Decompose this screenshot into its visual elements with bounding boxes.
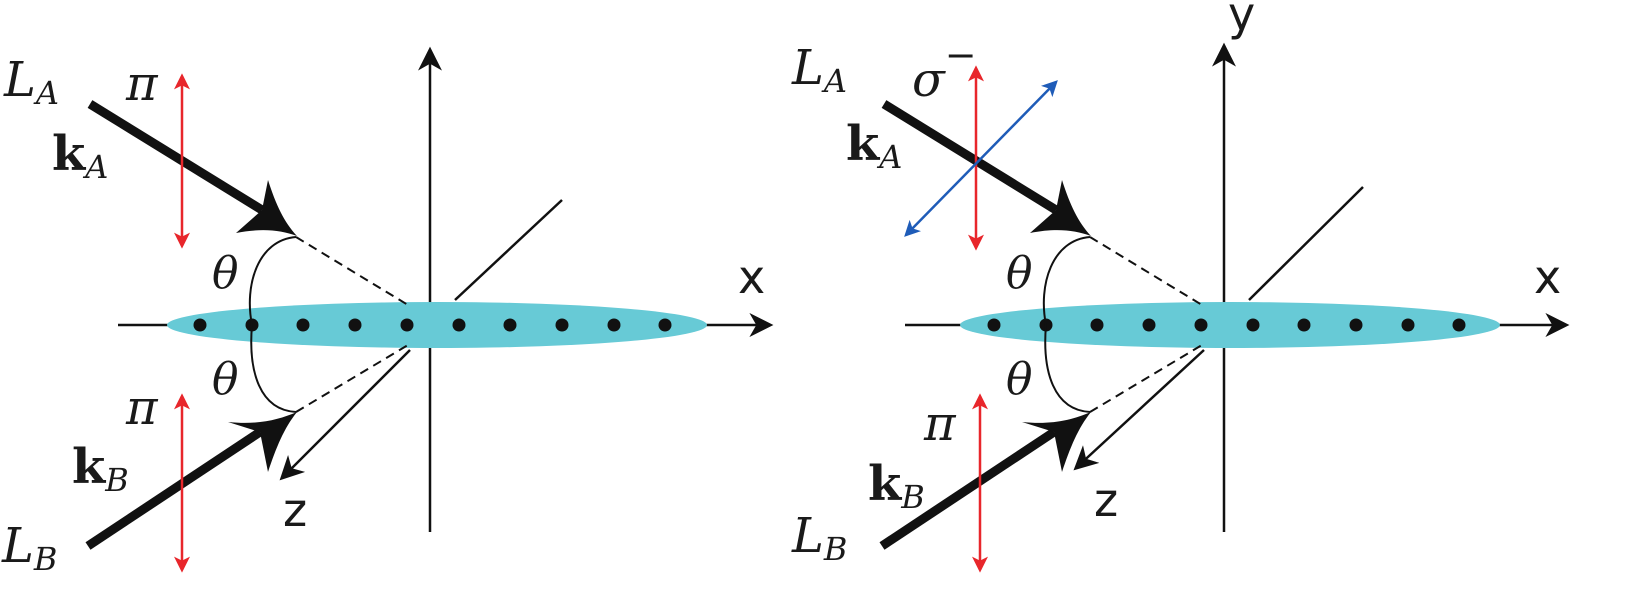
label-L-A: LA <box>3 52 59 112</box>
atom <box>1194 318 1208 332</box>
theta-arc-lower <box>250 324 297 413</box>
atom <box>1401 318 1415 332</box>
atom <box>1452 318 1466 332</box>
beam-b-dashed <box>295 344 409 413</box>
atom <box>1297 318 1311 332</box>
label-sigma-minus: σ− <box>912 33 977 108</box>
label-z-axis: z <box>1094 473 1118 527</box>
diagonal-axis-upper <box>454 199 563 301</box>
atom <box>296 318 310 332</box>
label-pi-lower: π <box>125 380 159 436</box>
theta-arc-upper <box>248 236 297 326</box>
atom <box>1246 318 1260 332</box>
atom <box>348 318 362 332</box>
label-x-axis: x <box>738 250 765 304</box>
label-pi-lower: π <box>923 396 957 452</box>
beam-a-dashed <box>1089 236 1203 306</box>
label-k-B: kB <box>72 439 129 499</box>
panel-right: LA σ− kA θ θ π kB LB x y z <box>791 0 1570 573</box>
atom <box>658 318 672 332</box>
beam-a <box>87 100 265 214</box>
label-L-A: LA <box>791 40 847 100</box>
atom <box>607 318 621 332</box>
atom-chain <box>987 318 1466 332</box>
atom <box>1349 318 1363 332</box>
label-theta-upper: θ <box>1006 248 1033 299</box>
atom <box>400 318 414 332</box>
label-y-axis: y <box>1228 0 1255 41</box>
label-x-axis: x <box>1534 250 1561 304</box>
atom-chain <box>193 318 672 332</box>
atom <box>1142 318 1156 332</box>
beam-b-arrowhead <box>1022 412 1091 472</box>
diagonal-axis-upper <box>1248 186 1364 301</box>
label-k-B: kB <box>868 456 925 516</box>
atom-cloud <box>960 302 1500 348</box>
panel-left: LA π kA θ θ π kB LB x z <box>1 46 774 578</box>
sigma-arrow <box>904 80 1058 237</box>
label-pi-upper: π <box>125 56 159 112</box>
label-L-B: LB <box>1 518 57 578</box>
label-k-A: kA <box>52 126 108 186</box>
beam-b-arrowhead <box>228 412 297 472</box>
theta-arc-upper <box>1042 236 1091 326</box>
label-z-axis: z <box>283 483 307 537</box>
atom-cloud <box>167 302 707 348</box>
beam-a-arrowhead <box>1030 180 1091 236</box>
atom <box>1090 318 1104 332</box>
atom <box>452 318 466 332</box>
atom <box>193 318 207 332</box>
theta-arc-lower <box>1044 324 1091 413</box>
label-L-B: LB <box>791 508 847 568</box>
z-axis <box>279 349 411 481</box>
atom <box>555 318 569 332</box>
beam-b-dashed <box>1089 344 1203 413</box>
label-theta-lower: θ <box>212 354 239 405</box>
label-theta-upper: θ <box>212 248 239 299</box>
label-theta-lower: θ <box>1006 354 1033 405</box>
atom <box>987 318 1001 332</box>
beam-a-arrowhead <box>236 180 297 236</box>
atom <box>503 318 517 332</box>
beam-a-dashed <box>295 236 409 306</box>
beam-b <box>879 428 1057 550</box>
z-axis <box>1073 349 1205 471</box>
label-k-A: kA <box>846 116 902 176</box>
beam-a <box>881 100 1059 214</box>
